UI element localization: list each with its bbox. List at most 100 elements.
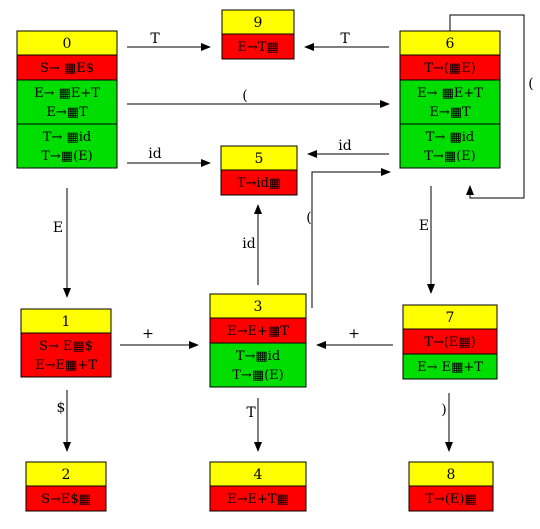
lr-item: E→E+▦T bbox=[227, 324, 289, 339]
edge-6-to-7: E bbox=[419, 186, 435, 294]
state-1: 1 S→ E▦$ E→E▦+T bbox=[20, 308, 112, 378]
lr-item: T→(▦E) bbox=[424, 61, 475, 76]
transition-label: id bbox=[338, 138, 351, 154]
kernel-items-box bbox=[20, 332, 112, 378]
closure-items-box bbox=[399, 79, 501, 125]
edge-3-to-6: ( bbox=[306, 168, 391, 308]
lr-item: T→▦id bbox=[236, 349, 280, 364]
state-number: 0 bbox=[63, 36, 72, 52]
state-3: 3E→E+▦T T→▦idT→▦(E) bbox=[209, 293, 307, 388]
kernel-items-box bbox=[209, 317, 307, 344]
transition-label: T bbox=[340, 31, 350, 47]
lr-item: T→▦(E) bbox=[424, 149, 475, 164]
state-header bbox=[220, 145, 298, 171]
edge-0-to-5: id bbox=[127, 146, 211, 167]
state-number: 6 bbox=[446, 36, 455, 52]
state-number: 2 bbox=[62, 467, 71, 483]
transition-label: ) bbox=[441, 402, 446, 418]
lr-item: T→ ▦id bbox=[43, 130, 91, 145]
lr-item: S→ E▦$ bbox=[39, 339, 93, 354]
lr-item: S→ ▦E$ bbox=[40, 61, 94, 76]
transition-label: id bbox=[148, 146, 161, 162]
edge-0-to-9: T bbox=[127, 31, 211, 51]
transition-label: ( bbox=[306, 210, 311, 226]
lr-item: T→id▦ bbox=[237, 176, 281, 191]
edge-0-to-6: ( bbox=[127, 88, 390, 108]
kernel-items-box bbox=[25, 485, 107, 512]
edge-3-to-4: T bbox=[246, 398, 262, 452]
transition-label: $ bbox=[57, 400, 66, 416]
transition-label: ( bbox=[528, 76, 533, 92]
transition-arrow bbox=[449, 14, 525, 199]
closure-items-box bbox=[209, 342, 307, 388]
lr-item: T→(E▦) bbox=[424, 335, 475, 350]
edge-6-to-6: ( bbox=[449, 14, 534, 199]
lr-item: T→▦(E) bbox=[41, 149, 92, 164]
lr-item: T→ ▦id bbox=[426, 130, 474, 145]
transition-label: T bbox=[150, 31, 160, 47]
transition-label: ( bbox=[242, 88, 247, 104]
state-header bbox=[399, 30, 501, 56]
lr-item: E→ ▦E+T bbox=[34, 86, 100, 101]
state-number: 1 bbox=[62, 314, 71, 330]
state-number: 5 bbox=[255, 151, 264, 167]
edge-0-to-1: E bbox=[53, 188, 71, 298]
edge-7-to-3: + bbox=[316, 326, 393, 349]
kernel-items-box bbox=[402, 328, 498, 355]
state-2: 2S→E$▦ bbox=[25, 461, 107, 512]
kernel-items-box bbox=[220, 169, 298, 196]
edge-1-to-3: + bbox=[120, 326, 199, 349]
edge-7-to-8: ) bbox=[441, 393, 453, 452]
state-header bbox=[25, 461, 107, 487]
state-header bbox=[209, 293, 307, 319]
state-header bbox=[20, 308, 112, 334]
state-5: 5T→id▦ bbox=[220, 145, 298, 196]
state-number: 4 bbox=[254, 467, 263, 483]
edge-1-to-2: $ bbox=[57, 390, 71, 452]
kernel-items-box bbox=[16, 54, 118, 81]
state-number: 9 bbox=[254, 15, 263, 31]
edge-6-to-9: T bbox=[304, 31, 389, 51]
edge-6-to-5: id bbox=[307, 138, 389, 158]
lr-item: S→E$▦ bbox=[41, 492, 91, 507]
state-number: 8 bbox=[447, 467, 456, 483]
state-header bbox=[402, 304, 498, 330]
state-number: 7 bbox=[446, 310, 455, 326]
transition-label: + bbox=[348, 326, 360, 342]
closure-items-box bbox=[16, 123, 118, 169]
lr-item: T→(E)▦ bbox=[425, 492, 476, 507]
transition-label: id bbox=[242, 236, 255, 252]
transition-label: T bbox=[246, 405, 256, 421]
lr-item: E→E+T▦ bbox=[227, 492, 289, 507]
edge-3-to-5: id bbox=[242, 204, 262, 285]
transition-label: E bbox=[419, 218, 429, 234]
lr-item: E→ E▦+T bbox=[417, 360, 483, 375]
kernel-items-box bbox=[399, 54, 501, 81]
kernel-items-box bbox=[221, 33, 295, 60]
state-header bbox=[221, 9, 295, 35]
state-8: 8T→(E)▦ bbox=[408, 461, 494, 512]
lr-item: E→▦T bbox=[429, 105, 471, 120]
state-header bbox=[16, 30, 118, 56]
state-9: 9E→T▦ bbox=[221, 9, 295, 60]
transition-arrow bbox=[311, 168, 391, 308]
state-header bbox=[408, 461, 494, 487]
kernel-items-box bbox=[408, 485, 494, 512]
state-number: 3 bbox=[254, 299, 263, 315]
state-0: 0 S→ ▦E$ E→ ▦E+T E→▦T T→ ▦idT→▦(E) bbox=[16, 30, 118, 169]
states-layer: 0 S→ ▦E$ E→ ▦E+T E→▦T T→ ▦idT→▦(E) 1 S→ E▦$ E→E… bbox=[16, 9, 501, 512]
lr-item: E→▦T bbox=[46, 105, 88, 120]
closure-items-box bbox=[402, 353, 498, 380]
transition-label: E bbox=[53, 220, 63, 236]
state-6: 6T→(▦E) E→ ▦E+T E→▦T T→ ▦idT→▦(E) bbox=[399, 30, 501, 169]
lr-item: T→▦(E) bbox=[232, 368, 283, 383]
kernel-items-box bbox=[209, 485, 307, 512]
lr-item: E→ ▦E+T bbox=[417, 86, 483, 101]
lr-item: E→T▦ bbox=[237, 40, 278, 55]
state-4: 4E→E+T▦ bbox=[209, 461, 307, 512]
state-7: 7T→(E▦) E→ E▦+T bbox=[402, 304, 498, 380]
closure-items-box bbox=[399, 123, 501, 169]
lr-item: E→E▦+T bbox=[35, 358, 97, 373]
